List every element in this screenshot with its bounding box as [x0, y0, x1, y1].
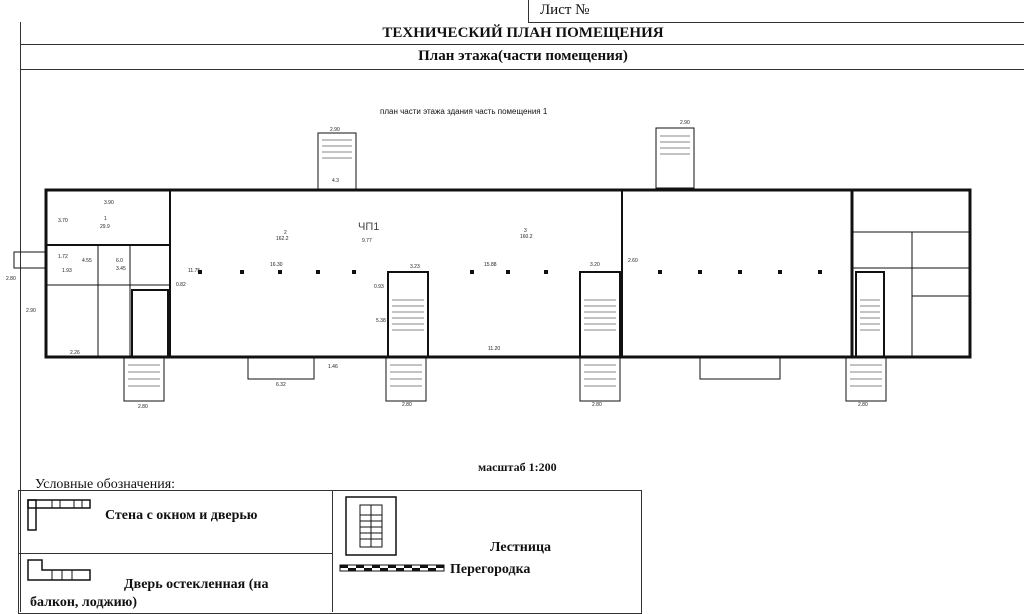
- dim-label: 2.80: [592, 402, 602, 408]
- partition-symbol-icon: [339, 564, 445, 572]
- dim-label: 4.55: [82, 258, 92, 264]
- dim-label: 2.60: [628, 258, 638, 264]
- dim-label: 6.0: [116, 258, 123, 264]
- legend-wall-label: Стена с окном и дверью: [105, 508, 258, 523]
- ramp-right: [699, 356, 781, 380]
- legend-divider-v: [332, 490, 333, 612]
- dim-label: 2.80: [138, 404, 148, 410]
- frame-left-border: [20, 69, 21, 612]
- dim-label: 2.90: [26, 308, 36, 314]
- dim-label: 160.2: [520, 234, 533, 240]
- top-stair-left: [317, 132, 357, 191]
- dim-label: 11.20: [488, 346, 500, 352]
- sheet-number-label: Лист №: [540, 2, 590, 18]
- stair-core-1: [387, 271, 429, 358]
- dim-label: 6.32: [276, 382, 286, 388]
- dim-label: 2.90: [680, 120, 690, 126]
- unit-label-cp1: ЧП1: [358, 221, 379, 233]
- dim-label: 2.80: [402, 402, 412, 408]
- wall-symbol-icon: [27, 499, 91, 531]
- legend-glazed-door-label-1: Дверь остекленная (на: [124, 577, 269, 592]
- legend-partition-label: Перегородка: [450, 562, 531, 577]
- scale-label: масштаб 1:200: [478, 460, 557, 474]
- top-stair-right: [655, 127, 695, 189]
- dim-label: 2: [284, 230, 287, 236]
- legend-glazed-door-label-2: балкон, лоджию): [30, 595, 138, 610]
- ramp-left: [247, 356, 315, 380]
- stair-core-2: [579, 271, 621, 358]
- dim-label: 29.9: [100, 224, 110, 230]
- dim-label: 3.20: [590, 262, 600, 268]
- sheet-number-box: [528, 0, 1024, 23]
- dim-label: 2.80: [6, 276, 16, 282]
- dim-label: 0.93: [374, 284, 384, 290]
- dim-label: 11.75: [188, 268, 200, 274]
- outer-wall: [44, 188, 972, 359]
- dim-label: 2.26: [70, 350, 80, 356]
- dim-label: 1: [104, 216, 107, 222]
- dim-label: 1.46: [328, 364, 338, 370]
- document-subtitle: План этажа(части помещения): [418, 48, 628, 64]
- dim-label: 2.90: [330, 127, 340, 133]
- glazed-door-symbol-icon: [27, 559, 91, 581]
- column-markers: [198, 270, 822, 274]
- subtitle-row: План этажа(части помещения): [20, 44, 1024, 70]
- dim-label: 0.82: [176, 282, 186, 288]
- dim-label: 16.30: [270, 262, 283, 268]
- dim-label: 1.93: [62, 268, 72, 274]
- dim-label: 5.38: [376, 318, 386, 324]
- dim-label: 3.70: [58, 218, 68, 224]
- plan-caption: план части этажа здания часть помещения …: [380, 107, 548, 116]
- stair-core-3: [855, 271, 885, 358]
- dim-label: 4.3: [332, 178, 339, 184]
- title-row: ТЕХНИЧЕСКИЙ ПЛАН ПОМЕЩЕНИЯ: [20, 22, 1024, 45]
- stairs-symbol-icon: [345, 496, 397, 556]
- left-entrance: [13, 251, 47, 269]
- dim-label: 3: [524, 228, 527, 234]
- dim-label: 2.80: [858, 402, 868, 408]
- legend-title: Условные обозначения:: [35, 477, 176, 492]
- dim-label: 162.2: [276, 236, 289, 242]
- dim-label: 3.45: [116, 266, 126, 272]
- dim-label: 9.77: [362, 238, 372, 244]
- legend-stairs-label: Лестница: [490, 540, 552, 555]
- dim-label: 15.88: [484, 262, 497, 268]
- dim-label: 3.23: [410, 264, 420, 270]
- legend-divider-h: [18, 553, 332, 554]
- dim-label: 3.90: [104, 200, 114, 206]
- dim-label: 1.72: [58, 254, 68, 260]
- document-title: ТЕХНИЧЕСКИЙ ПЛАН ПОМЕЩЕНИЯ: [382, 25, 664, 41]
- stair-core-4: [131, 289, 169, 358]
